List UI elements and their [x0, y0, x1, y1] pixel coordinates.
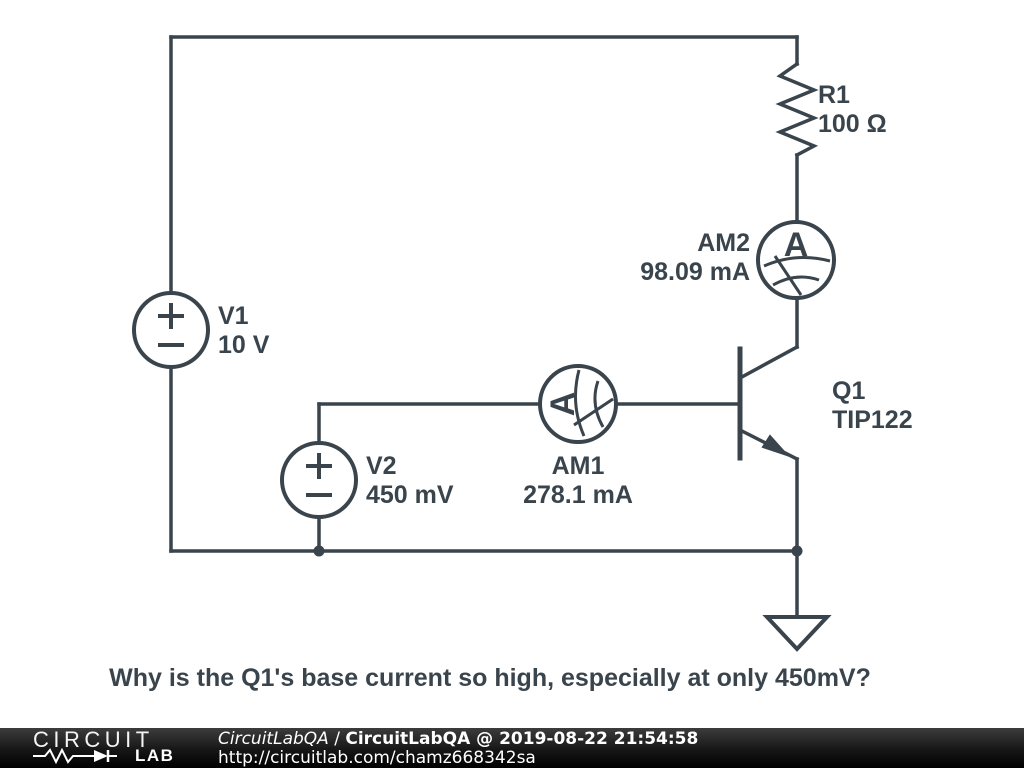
junction-dot [791, 545, 803, 557]
attribution: CircuitLabQA / CircuitLabQA @ 2019-08-22… [218, 730, 698, 768]
component-name: AM1 [551, 452, 605, 480]
component-value: 100 Ω [818, 110, 887, 138]
ammeter-am2: A [756, 220, 836, 300]
source-circle [280, 441, 358, 519]
component-name: R1 [818, 81, 850, 109]
plus-icon [306, 453, 332, 479]
logo-circuit-text: CIRCUIT [33, 727, 154, 752]
voltage-source-v1 [132, 291, 210, 369]
meter-scale-arc-large [763, 256, 831, 268]
label-v2: V2 450 mV [366, 452, 454, 510]
circuitlab-logo: CIRCUIT LAB [33, 729, 193, 764]
logo-row2: LAB [33, 746, 193, 765]
ammeter-am1: A [538, 364, 618, 444]
meter-needle [573, 397, 614, 427]
logo-lab-text: LAB [135, 746, 175, 765]
circuit-url: http://circuitlab.com/chamz668342sa [218, 748, 536, 768]
meter-scale-arc-small [772, 275, 820, 287]
meter-scale-arc-large [574, 369, 586, 437]
ground-icon [762, 615, 832, 652]
attribution-separator: / [328, 729, 346, 749]
component-value: TIP122 [832, 406, 913, 434]
component-value: 10 V [218, 331, 270, 359]
junction-dot [313, 545, 325, 557]
component-name: Q1 [832, 377, 866, 405]
footer-bar: CIRCUIT LAB CircuitLabQA / CircuitLabQA … [0, 728, 1024, 768]
label-q1: Q1 TIP122 [832, 377, 913, 435]
resistor-diode-icon [33, 748, 117, 764]
label-am2: AM2 98.09 mA [640, 229, 750, 287]
transistor-q1 [737, 344, 800, 462]
component-name: AM2 [697, 229, 750, 257]
label-am1: AM1 278.1 mA [478, 452, 678, 510]
meter-needle [773, 255, 803, 296]
author-name: CircuitLabQA [218, 729, 329, 749]
attribution-line: CircuitLabQA / CircuitLabQA @ 2019-08-22… [218, 730, 698, 749]
circuit-title-timestamp: CircuitLabQA @ 2019-08-22 21:54:58 [345, 729, 699, 749]
voltage-source-v2 [280, 441, 358, 519]
label-r1: R1 100 Ω [818, 81, 887, 139]
component-value: 98.09 mA [640, 258, 750, 286]
meter-scale-arc-small [593, 380, 605, 428]
component-name: V1 [218, 302, 249, 330]
component-name: V2 [366, 452, 397, 480]
plus-icon [158, 303, 184, 329]
resistor-r1 [775, 61, 819, 158]
component-value: 450 mV [366, 481, 454, 509]
component-value: 278.1 mA [523, 481, 633, 509]
question-caption: Why is the Q1's base current so high, es… [109, 664, 871, 692]
emitter-arrow-icon [761, 434, 791, 458]
label-v1: V1 10 V [218, 302, 269, 360]
source-circle [132, 291, 210, 369]
transistor-collector [737, 344, 800, 381]
